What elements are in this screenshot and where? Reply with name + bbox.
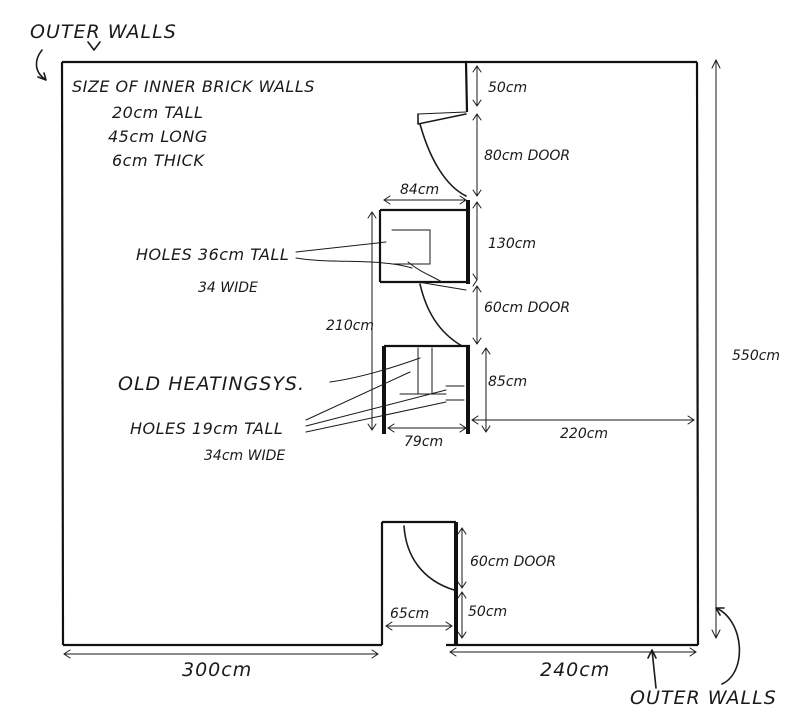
outer-walls-bottom-label: OUTER WALLS (630, 687, 777, 709)
dim-door-top-arrow (472, 113, 482, 197)
size-heading: SIZE OF INNER BRICK WALLS (72, 77, 315, 96)
size-thick: 6cm THICK (112, 151, 205, 170)
dim-width-220: 220cm (560, 426, 608, 442)
size-tall: 20cm TALL (112, 103, 203, 122)
old-heating-leader (329, 357, 421, 383)
dim-width-65-arrow (385, 621, 453, 631)
dim-door-top: 80cm DOOR (484, 148, 570, 164)
outer-walls-top-label: OUTER WALLS (30, 21, 177, 43)
holes-upper-line2: 34 WIDE (198, 280, 258, 296)
dim-width-79: 79cm (404, 434, 443, 450)
lower-hole-mark (445, 385, 465, 401)
dim-height-550: 550cm (732, 348, 780, 364)
holes-lower-leader-1 (305, 371, 411, 421)
holes-upper-line1: HOLES 36cm TALL (136, 245, 289, 264)
dim-width-220-arrow (471, 415, 695, 425)
holes-lower-line2: 34cm WIDE (204, 448, 285, 464)
dim-len-50-bottom-arrow (457, 591, 467, 639)
dim-len-210: 210cm (326, 318, 374, 334)
upper-hole-outline (391, 229, 431, 265)
dim-width-240: 240cm (540, 659, 610, 681)
dim-width-84: 84cm (400, 182, 439, 198)
holes-lower-leader-2 (305, 389, 447, 427)
dim-len-85-arrow (481, 347, 491, 433)
old-heating-label: OLD HEATINGSYS. (118, 373, 305, 395)
outer-walls-top-tick (87, 41, 101, 51)
dim-door-mid-arrow (472, 285, 482, 345)
upper-hole-mark (407, 261, 443, 283)
dim-len-210-arrow (367, 211, 377, 431)
dim-len-130: 130cm (488, 236, 536, 252)
dim-door-bottom: 60cm DOOR (470, 554, 556, 570)
outer-walls-bottom-arrow-1 (715, 607, 741, 685)
dim-width-240-arrow (449, 647, 697, 657)
holes-upper-leader-2 (295, 257, 413, 269)
inner-wall-top-segment (464, 61, 469, 113)
holes-upper-leader-1 (295, 241, 387, 253)
outer-walls-top-arrow (35, 49, 47, 81)
outer-wall-right (695, 61, 700, 646)
dim-width-300: 300cm (182, 659, 252, 681)
dim-door-bottom-arrow (457, 527, 467, 589)
outer-wall-left (60, 61, 65, 646)
dim-top-gap: 50cm (488, 80, 527, 96)
dim-len-50-bottom: 50cm (468, 604, 507, 620)
door-mid-leaf (417, 281, 467, 291)
size-long: 45cm LONG (108, 127, 208, 146)
door-top-leaf (417, 113, 467, 125)
outer-walls-bottom-arrow-2 (647, 649, 657, 689)
dim-width-300-arrow (63, 649, 379, 659)
holes-lower-leader-3 (305, 401, 447, 433)
dim-top-gap-arrow (472, 65, 482, 107)
dim-width-84-arrow (383, 195, 467, 205)
door-mid-swing (419, 283, 463, 347)
dim-len-85: 85cm (488, 374, 527, 390)
door-bottom-swing (403, 525, 455, 591)
dim-height-550-arrow (711, 58, 721, 640)
holes-lower-line1: HOLES 19cm TALL (130, 419, 283, 438)
dim-len-130-arrow (472, 201, 482, 287)
door-top-jamb (417, 111, 467, 115)
dim-door-mid: 60cm DOOR (484, 300, 570, 316)
dim-width-65: 65cm (390, 606, 429, 622)
dim-width-79-arrow (387, 423, 467, 433)
door-top-swing (419, 123, 467, 197)
